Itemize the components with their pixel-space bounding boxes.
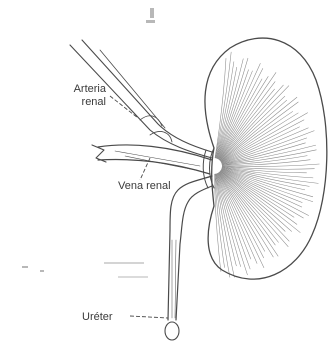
striation-line <box>221 171 301 233</box>
striation-line <box>218 79 262 159</box>
striation-line <box>221 170 297 224</box>
striation-line <box>220 97 297 161</box>
striation-line <box>216 59 243 159</box>
leader-ureter <box>130 316 168 318</box>
striation-line <box>218 173 258 263</box>
renal-vein <box>92 145 212 174</box>
label-arteria-renal-line1: Arteria <box>74 83 107 95</box>
ureter <box>165 176 212 340</box>
label-arteria-renal-line2: renal <box>82 96 106 108</box>
scan-artifacts <box>22 8 155 278</box>
striation-line <box>221 170 294 217</box>
striation-line <box>221 102 299 161</box>
leader-arteria-renal <box>110 96 138 118</box>
striation-line <box>218 63 261 159</box>
label-vena-renal: Vena renal <box>118 180 171 192</box>
striation-line <box>221 170 304 218</box>
kidney-striations <box>215 52 320 278</box>
label-ureter: Uréter <box>82 311 113 323</box>
